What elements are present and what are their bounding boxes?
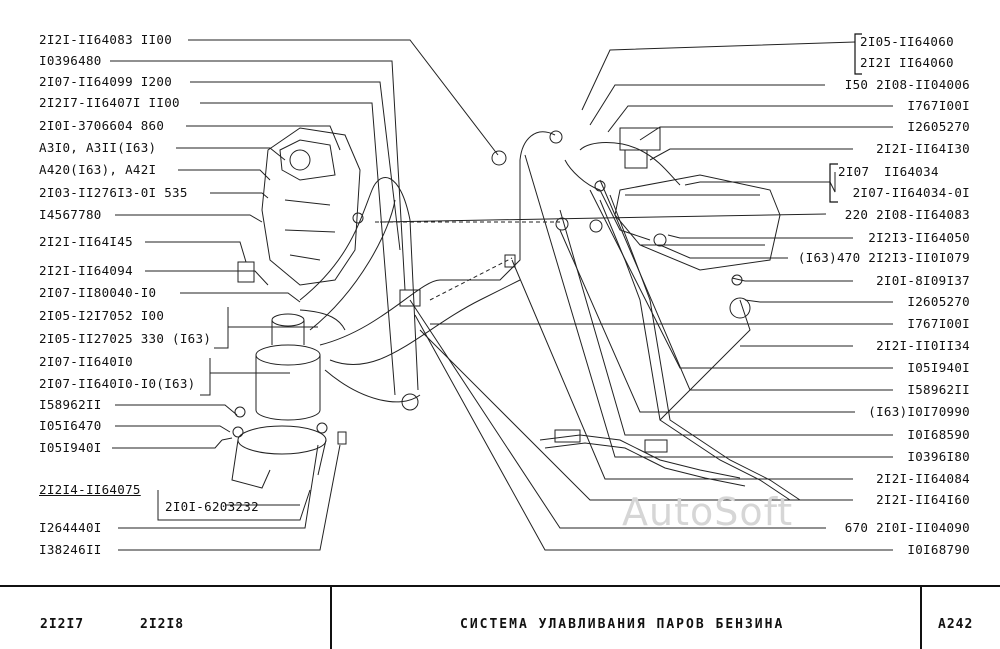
part-label: 2I2I-II64084 — [876, 471, 970, 486]
part-label: 2I0I-6203232 — [165, 499, 259, 514]
part-label: 2I07-II80040-I0 — [39, 285, 157, 300]
part-label: I38246II — [39, 542, 102, 557]
part-label: I767I00I — [907, 98, 970, 113]
divider — [330, 587, 332, 649]
part-label: 2I2I — [860, 55, 892, 70]
part-label: 2I2I-II64I60 — [876, 492, 970, 507]
part-label: I05I940I — [907, 360, 970, 375]
part-label: I767I00I — [907, 316, 970, 331]
part-label: 2I2I4-II64075 — [39, 482, 141, 497]
part-label: 2I07 — [838, 164, 870, 179]
part-label: 220 2I08-II64083 — [844, 207, 970, 222]
part-label: 2I05-II27025 330 (I63) — [39, 331, 212, 346]
part-label: 2I0I-3706604 860 — [39, 118, 165, 133]
title-block: 2I2I7 2I2I8 СИСТЕМА УЛАВЛИВАНИЯ ПАРОВ БЕ… — [0, 585, 1000, 649]
part-label: I58962II — [39, 397, 102, 412]
part-label: 2I05-I2I7052 I00 — [39, 308, 165, 323]
model-code-a: 2I2I7 — [40, 617, 85, 632]
part-label: 2I07-II64034-0I — [852, 185, 970, 200]
part-label: II64034 — [884, 164, 939, 179]
part-label: I264440I — [39, 520, 102, 535]
parts-diagram — [110, 39, 893, 551]
part-label: 2I2I-II64094 — [39, 263, 133, 278]
part-label: 2I0I-8I09I37 — [876, 273, 970, 288]
part-label: I2605270 — [907, 119, 970, 134]
page-code: А242 — [938, 617, 974, 632]
part-label: I50 2I08-II04006 — [844, 77, 970, 92]
part-label: 2I07-II640I0-I0(I63) — [39, 376, 196, 391]
part-label: 2I2I-II0II34 — [876, 338, 970, 353]
part-label: 2I2I-II64I30 — [876, 141, 970, 156]
part-label: 2I2I-II64083 II00 — [39, 32, 173, 47]
part-label: I05I6470 — [39, 418, 102, 433]
part-label: I0396480 — [39, 53, 102, 68]
part-label: (I63)I0I70990 — [868, 404, 970, 419]
part-label: I2605270 — [907, 294, 970, 309]
model-code-b: 2I2I8 — [140, 617, 185, 632]
part-label: А420(I63), А42I — [39, 162, 157, 177]
part-label: 2I2I7-II6407I II00 — [39, 95, 180, 110]
part-label: II64060 — [899, 55, 954, 70]
part-label: I0396I80 — [907, 449, 970, 464]
divider — [920, 587, 922, 649]
part-label: 2I07-II64099 I200 — [39, 74, 173, 89]
part-label: 2I07-II640I0 — [39, 354, 133, 369]
group-bracket — [829, 163, 838, 203]
watermark-text: AutoSoft — [622, 490, 794, 534]
part-label: I05I940I — [39, 440, 102, 455]
part-label: I0I68790 — [907, 542, 970, 557]
part-label: I0I68590 — [907, 427, 970, 442]
part-label: 2I2I3-II64050 — [868, 230, 970, 245]
part-label: 2I03-II276I3-0I 535 — [39, 185, 188, 200]
page-title: СИСТЕМА УЛАВЛИВАНИЯ ПАРОВ БЕНЗИНА — [460, 617, 785, 632]
part-label: 2I05-II64060 — [860, 34, 954, 49]
part-label: 2I2I-II64I45 — [39, 234, 133, 249]
part-label: (I63)470 2I2I3-II0I079 — [797, 250, 970, 265]
part-label: А3I0, А3II(I63) — [39, 140, 157, 155]
part-label: I58962II — [907, 382, 970, 397]
group-bracket — [854, 33, 862, 75]
part-label: 670 2I0I-II04090 — [844, 520, 970, 535]
part-label: I4567780 — [39, 207, 102, 222]
